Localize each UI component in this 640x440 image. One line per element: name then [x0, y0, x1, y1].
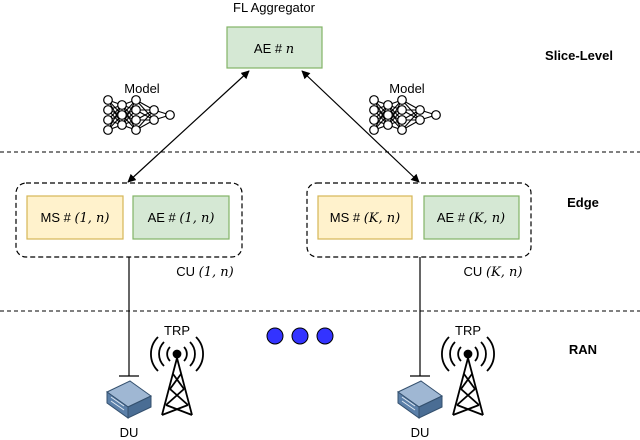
- cu-right-label: CU (K, n): [464, 264, 523, 280]
- cu-left-ae-label: AE # (1, n): [148, 210, 215, 226]
- nn-node: [369, 115, 379, 125]
- du-right-label: DU: [411, 425, 430, 440]
- nn-node: [117, 110, 127, 120]
- aggregator-ae-rect: [226, 26, 323, 69]
- arrow-aggregator-to-right-cu: [301, 70, 420, 183]
- nn-node: [397, 105, 407, 115]
- nn-node: [117, 100, 127, 110]
- aggregator-ae-label: AE # n: [254, 41, 294, 57]
- du-left-label: DU: [120, 425, 139, 440]
- nn-node: [369, 125, 379, 135]
- du-left-icon: [106, 380, 152, 419]
- neural-net-icon-left: [103, 95, 175, 135]
- nn-node: [369, 95, 379, 105]
- nn-node: [131, 115, 141, 125]
- nn-node: [415, 105, 425, 115]
- trp-right-tower-icon: [441, 336, 495, 416]
- nn-node: [165, 110, 175, 120]
- cu-left-ms-box[interactable]: MS # (1, n): [26, 195, 124, 240]
- nn-node: [103, 95, 113, 105]
- nn-node: [117, 120, 127, 130]
- cu-right-ae-label: AE # (K, n): [437, 210, 505, 226]
- model-label-right: Model: [389, 81, 425, 96]
- cu-left-ae-rect: [132, 195, 230, 240]
- level-label-slice: Slice-Level: [545, 48, 613, 63]
- ellipsis-dot-1: [266, 327, 284, 345]
- nn-node: [131, 125, 141, 135]
- nn-node: [383, 120, 393, 130]
- cu-right-ms-box[interactable]: MS # (K, n): [317, 195, 413, 240]
- nn-node: [383, 100, 393, 110]
- cu-right-ms-rect: [317, 195, 413, 240]
- nn-node: [103, 115, 113, 125]
- nn-node: [103, 125, 113, 135]
- cu-left-ms-rect: [26, 195, 124, 240]
- cu-left-ms-label: MS # (1, n): [40, 210, 109, 226]
- trp-left-tower-icon: [150, 336, 204, 416]
- ellipsis-dot-3: [316, 327, 334, 345]
- cu-left-ae-box[interactable]: AE # (1, n): [132, 195, 230, 240]
- nn-node: [103, 105, 113, 115]
- nn-node: [149, 105, 159, 115]
- nn-node: [397, 115, 407, 125]
- cu-right-ae-rect: [423, 195, 520, 240]
- level-label-ran: RAN: [569, 342, 597, 357]
- du-right-icon: [397, 380, 443, 419]
- nn-node: [131, 105, 141, 115]
- trp-right-label: TRP: [455, 323, 481, 338]
- nn-node: [369, 105, 379, 115]
- nn-node: [131, 95, 141, 105]
- nn-node: [431, 110, 441, 120]
- aggregator-ae-box[interactable]: AE # n: [226, 26, 323, 69]
- ellipsis-dot-2: [291, 327, 309, 345]
- cu-right-ms-label: MS # (K, n): [330, 210, 400, 226]
- cu-left-label: CU (1, n): [176, 264, 233, 280]
- nn-node: [415, 115, 425, 125]
- cu-right-ae-box[interactable]: AE # (K, n): [423, 195, 520, 240]
- aggregator-title: FL Aggregator: [233, 0, 316, 15]
- nn-node: [383, 110, 393, 120]
- level-label-edge: Edge: [567, 195, 599, 210]
- nn-node: [397, 95, 407, 105]
- model-label-left: Model: [124, 81, 160, 96]
- trp-left-label: TRP: [164, 323, 190, 338]
- neural-net-icon-right: [369, 95, 441, 135]
- nn-node: [397, 125, 407, 135]
- arrow-aggregator-to-left-cu: [127, 70, 250, 183]
- nn-node: [149, 115, 159, 125]
